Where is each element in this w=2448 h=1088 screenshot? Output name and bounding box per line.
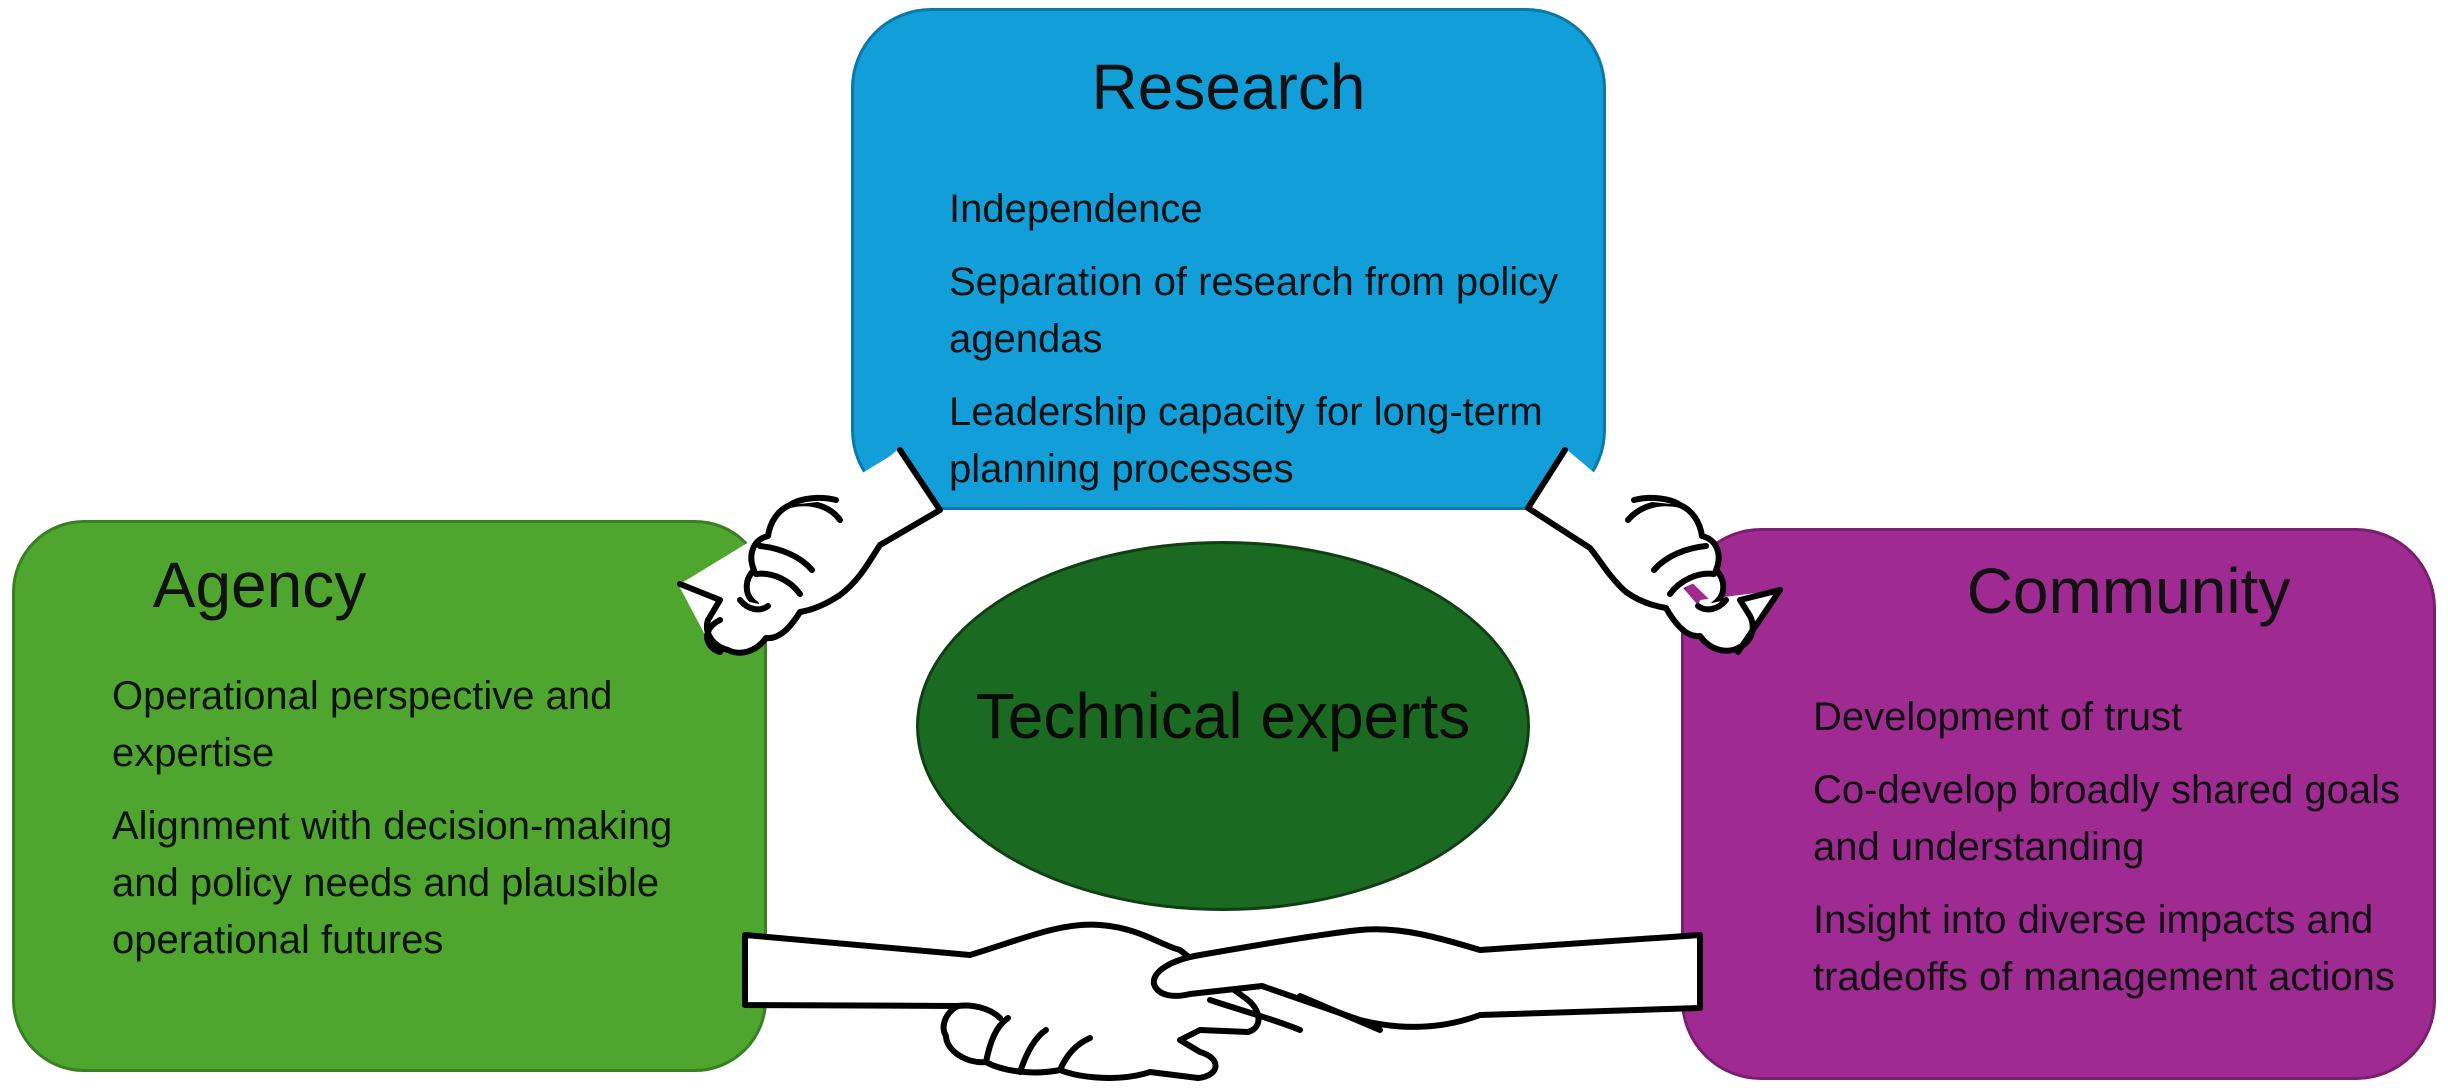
community-title: Community <box>1966 555 2291 627</box>
research-box: Research Independence Separation of rese… <box>851 8 1606 510</box>
research-item: Separation of research from policy agend… <box>949 260 1559 361</box>
community-item: Co-develop broadly shared goals and unde… <box>1813 768 2401 869</box>
technical-experts-label: Technical experts <box>975 680 1471 752</box>
technical-experts-ellipse: Technical experts <box>916 541 1530 911</box>
community-item: Development of trust <box>1813 695 2183 739</box>
agency-title: Agency <box>152 549 367 621</box>
agency-item: Operational perspective and expertise <box>112 674 613 775</box>
research-title: Research <box>1091 51 1366 123</box>
research-list: Independence Separation of research from… <box>949 181 1569 514</box>
research-item: Independence <box>949 187 1203 231</box>
community-box: Community Development of trust Co-develo… <box>1681 528 2436 1080</box>
community-item: Insight into diverse impacts and tradeof… <box>1813 898 2395 999</box>
research-item: Leadership capacity for long-term planni… <box>949 390 1543 491</box>
agency-list: Operational perspective and expertise Al… <box>112 668 732 985</box>
agency-item: Alignment with decision-making and polic… <box>112 804 673 962</box>
handshake-icon <box>742 921 1703 1081</box>
community-list: Development of trust Co-develop broadly … <box>1813 689 2423 1022</box>
agency-box: Agency Operational perspective and exper… <box>12 520 767 1072</box>
